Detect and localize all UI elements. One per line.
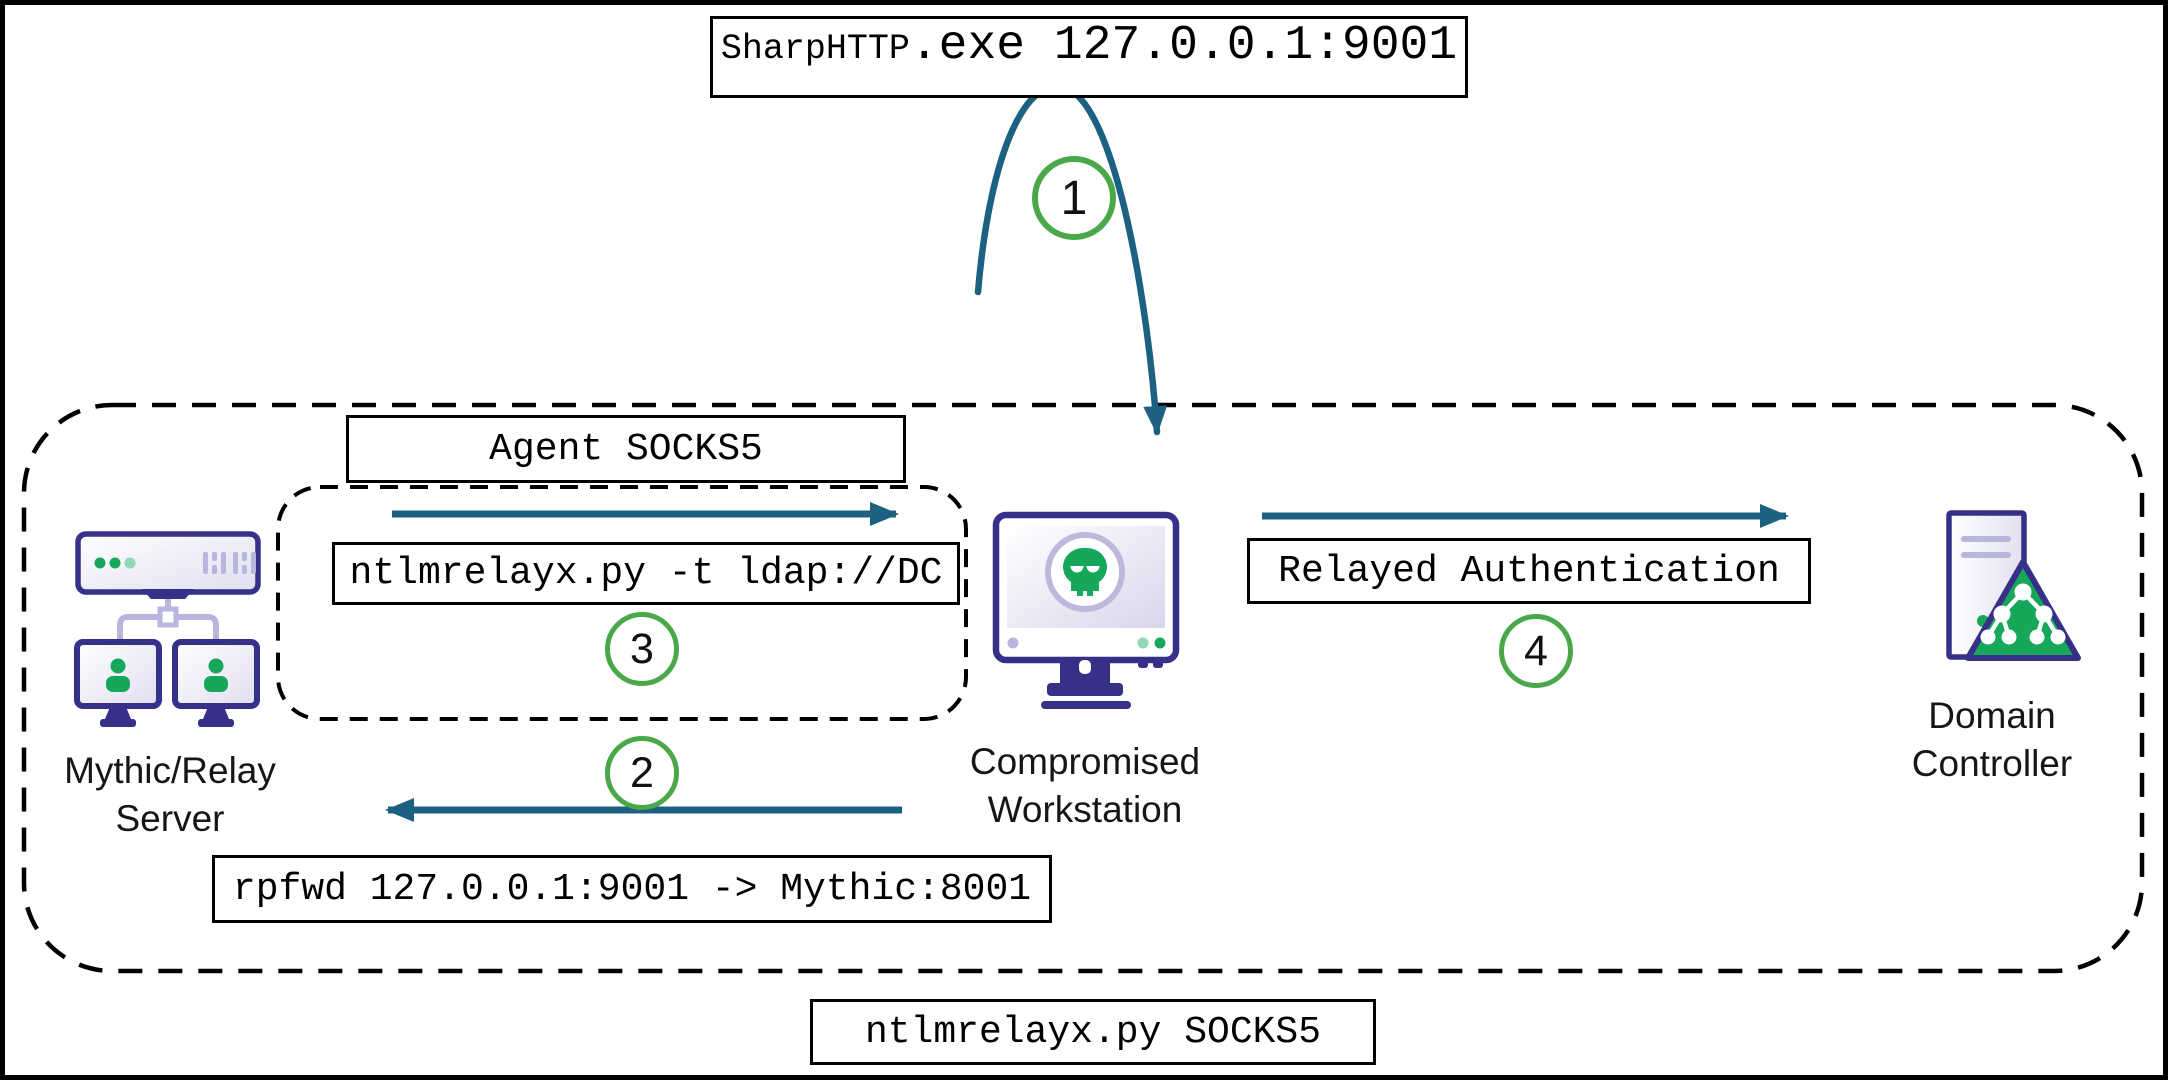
agent-socks5-label-box: Agent SOCKS5 [346,415,906,483]
step-4-badge: 4 [1499,614,1573,688]
step1-curved-arrow [974,83,1168,436]
relayed-auth-label-box: Relayed Authentication [1247,538,1811,604]
step-3-number: 3 [630,624,654,673]
workstation-label: Compromised Workstation [950,738,1220,834]
step-1-number: 1 [1060,171,1088,225]
skull-glyph [1063,548,1107,596]
domain-controller-label: Domain Controller [1872,692,2112,788]
domain-controller-label-line2: Controller [1911,743,2073,784]
mythic-server-label: Mythic/Relay Server [40,747,300,843]
ntlmrelayx-command: ntlmrelayx.py -t ldap://DC [349,552,943,595]
socks-proxy-label-box: ntlmrelayx.py SOCKS5 [810,999,1376,1065]
network-boundary-dashed-rect [21,402,2145,974]
sharphttp-command-suffix: .exe 127.0.0.1:9001 [909,19,1458,73]
step-2-number: 2 [630,748,654,797]
step-4-number: 4 [1524,626,1548,675]
step-2-badge: 2 [605,736,679,810]
mythic-server-label-line2: Server [115,798,225,839]
socks-proxy-label: ntlmrelayx.py SOCKS5 [864,1010,1322,1054]
compromised-workstation-icon [985,505,1190,715]
step-1-badge: 1 [1032,156,1116,240]
rpfwd-command: rpfwd 127.0.0.1:9001 -> Mythic:8001 [232,867,1032,911]
mythic-server-icon [70,525,266,735]
mythic-server-label-line1: Mythic/Relay [64,750,276,791]
domain-controller-icon [1935,500,2090,675]
tunnel-boundary-dashed-rect [276,485,968,721]
ntlmrelayx-command-box: ntlmrelayx.py -t ldap://DC [332,542,960,605]
domain-controller-label-line1: Domain [1928,695,2056,736]
workstation-label-line1: Compromised [969,741,1201,782]
rpfwd-command-box: rpfwd 127.0.0.1:9001 -> Mythic:8001 [212,855,1052,923]
workstation-label-line2: Workstation [987,789,1183,830]
sharphttp-command-prefix: SharpHTTP [720,29,910,69]
agent-socks5-label: Agent SOCKS5 [489,427,763,471]
relayed-auth-label: Relayed Authentication [1278,549,1780,593]
sharphttp-command-box: SharpHTTP.exe 127.0.0.1:9001 [710,16,1468,98]
step-3-badge: 3 [605,612,679,686]
